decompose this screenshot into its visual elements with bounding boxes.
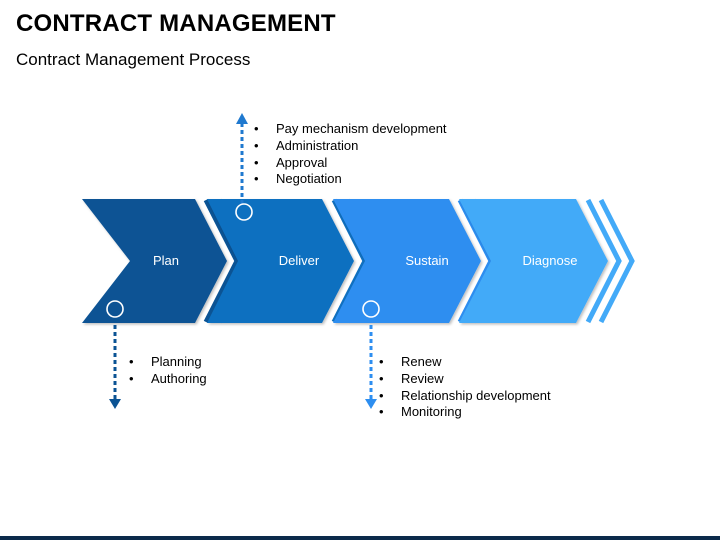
connector-node <box>106 300 124 318</box>
list-item: Approval <box>250 155 447 172</box>
list-item: Monitoring <box>375 404 551 421</box>
connector-node <box>362 300 380 318</box>
stage-sustain-label: Sustain <box>405 253 448 268</box>
stage-diagnose-label: Diagnose <box>523 253 578 268</box>
stage-plan-label: Plan <box>153 253 179 268</box>
stage-diagnose-chevron <box>459 199 608 323</box>
list-item: Review <box>375 371 551 388</box>
sustain-notes-list: Renew Review Relationship development Mo… <box>375 354 551 421</box>
list-item: Renew <box>375 354 551 371</box>
list-item: Negotiation <box>250 171 447 188</box>
list-item: Administration <box>250 138 447 155</box>
list-item: Relationship development <box>375 388 551 405</box>
diagnose-stripes <box>585 198 635 324</box>
deliver-notes-list: Pay mechanism development Administration… <box>250 121 447 188</box>
connector-sustain-down <box>362 300 380 409</box>
stage-deliver-label: Deliver <box>279 253 320 268</box>
stage-deliver-chevron <box>207 199 354 323</box>
footer-bar <box>0 536 720 540</box>
list-item: Planning <box>125 354 207 371</box>
list-item: Pay mechanism development <box>250 121 447 138</box>
plan-notes-list: Planning Authoring <box>125 354 207 388</box>
connector-plan-down <box>106 300 124 409</box>
connector-node <box>235 203 253 221</box>
stage-plan-chevron <box>82 199 227 323</box>
list-item: Authoring <box>125 371 207 388</box>
connector-deliver-up <box>235 113 253 221</box>
stage-sustain-chevron <box>333 199 481 323</box>
page-subtitle: Contract Management Process <box>16 50 251 69</box>
page-title: CONTRACT MANAGEMENT <box>16 10 336 37</box>
